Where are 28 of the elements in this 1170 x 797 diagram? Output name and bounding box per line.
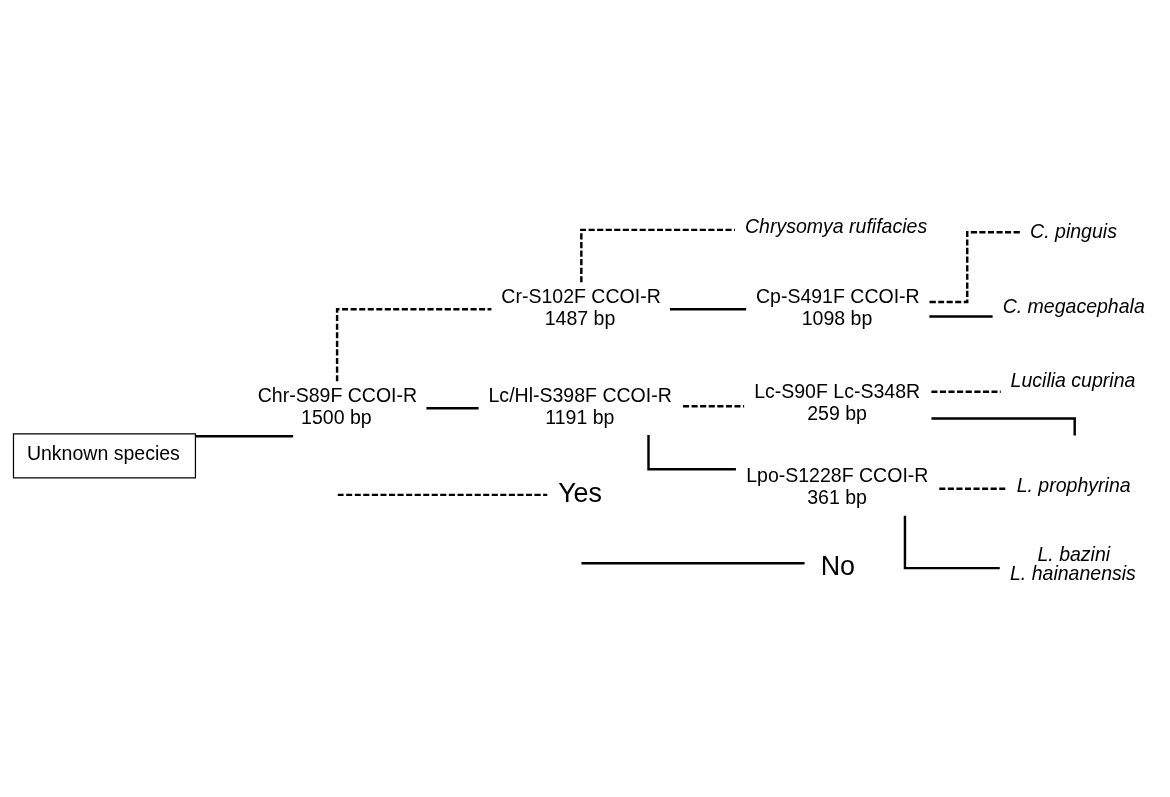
connector	[929, 230, 1021, 303]
connector	[647, 434, 736, 470]
connector	[426, 406, 479, 409]
node-text: C. pinguis	[1030, 219, 1117, 242]
node-box: Unknown species	[12, 432, 197, 478]
connector	[683, 404, 745, 408]
node-text: Lucilia cuprina	[1010, 368, 1136, 391]
node-text: Lc/Hl-S398F CCOI-R 1191 bp	[488, 383, 672, 428]
connector	[195, 433, 294, 437]
connector	[669, 307, 747, 310]
legend-label: No	[820, 550, 856, 581]
connector	[335, 307, 492, 381]
node-text: Cp-S491F CCOI-R 1098 bp	[755, 284, 920, 329]
node-text: Chrysomya rufifacies	[744, 214, 928, 237]
node-text: Lpo-S1228F CCOI-R 361 bp	[746, 463, 929, 508]
connector	[931, 416, 1076, 435]
node-text: C. megacephala	[1002, 294, 1145, 317]
connector	[903, 515, 1000, 569]
node-text: Chr-S89F CCOI-R 1500 bp	[257, 383, 418, 428]
connector	[939, 487, 1007, 490]
node-text: L. prophyrina	[1016, 473, 1131, 496]
connector	[580, 228, 735, 282]
legend-label: Yes	[558, 477, 602, 508]
connector	[931, 389, 1001, 393]
node-text: Cr-S102F CCOI-R 1487 bp	[501, 284, 661, 329]
node-text: Lc-S90F Lc-S348R 259 bp	[754, 379, 921, 424]
node-text: L. bazini L. hainanensis	[1009, 542, 1136, 584]
connector	[929, 314, 993, 318]
